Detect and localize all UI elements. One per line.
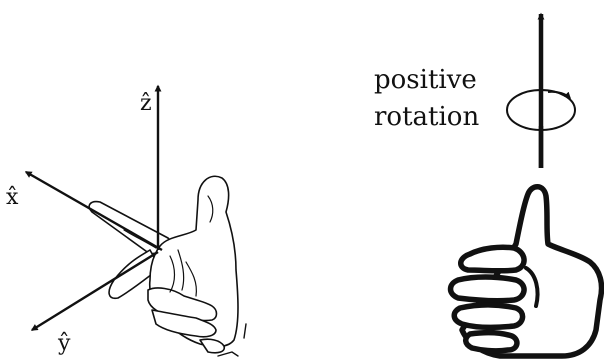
y-axis-arrow <box>32 252 158 330</box>
y-axis-label: ŷ <box>57 331 71 356</box>
left-panel: ẑ x̂ ŷ <box>6 86 246 356</box>
x-axis-arrow <box>26 172 162 250</box>
right-panel: positive rotation <box>374 14 602 356</box>
coordinate-hand-icon <box>89 176 246 356</box>
rotation-caption-line1: positive <box>374 65 477 95</box>
x-axis-label: x̂ <box>6 185 19 210</box>
thumbs-up-hand-icon <box>451 187 602 356</box>
z-axis-label: ẑ <box>140 91 152 116</box>
rotation-caption-line2: rotation <box>374 102 479 132</box>
